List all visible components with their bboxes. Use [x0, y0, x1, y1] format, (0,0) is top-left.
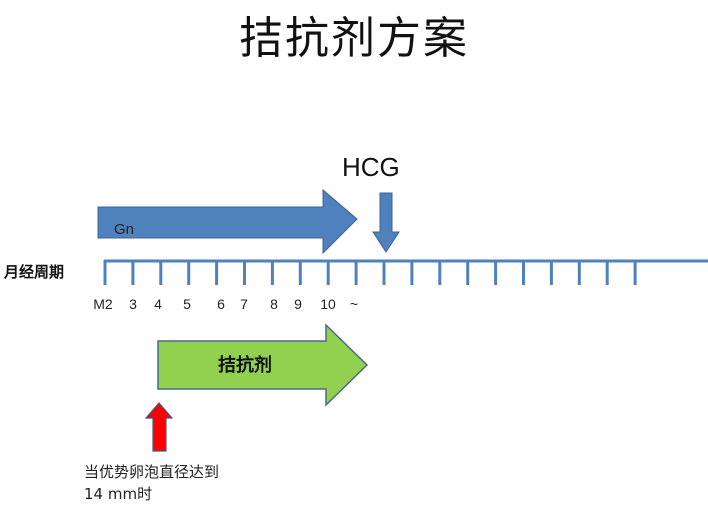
slide-title: 拮抗剂方案 — [239, 13, 469, 64]
day-label: 3 — [129, 296, 137, 312]
trigger-note: 当优势卵泡直径达到 14 mm时 — [84, 461, 219, 505]
hcg-down-arrow — [372, 192, 400, 253]
day-label: 6 — [217, 296, 225, 312]
day-label: 8 — [270, 296, 278, 312]
gn-label: Gn — [114, 221, 135, 238]
day-label: 9 — [294, 296, 302, 312]
trigger-note-line2: 14 mm时 — [84, 485, 153, 503]
antagonist-label: 拮抗剂 — [218, 355, 272, 376]
day-label: 10 — [320, 296, 336, 312]
menstrual-cycle-label: 月经周期 — [4, 263, 65, 281]
gn-arrow — [97, 188, 358, 255]
hcg-label: HCG — [342, 152, 400, 182]
day-label: ~ — [349, 296, 359, 312]
day-label: 4 — [154, 296, 162, 312]
antagonist-arrow — [157, 323, 369, 407]
day-label: M2 — [93, 296, 113, 312]
follicle-trigger-up-arrow — [144, 402, 174, 452]
day-label: 7 — [240, 296, 248, 312]
day-label: 5 — [183, 296, 191, 312]
trigger-note-line1: 当优势卵泡直径达到 — [84, 463, 220, 481]
cycle-ticks — [103, 260, 637, 285]
